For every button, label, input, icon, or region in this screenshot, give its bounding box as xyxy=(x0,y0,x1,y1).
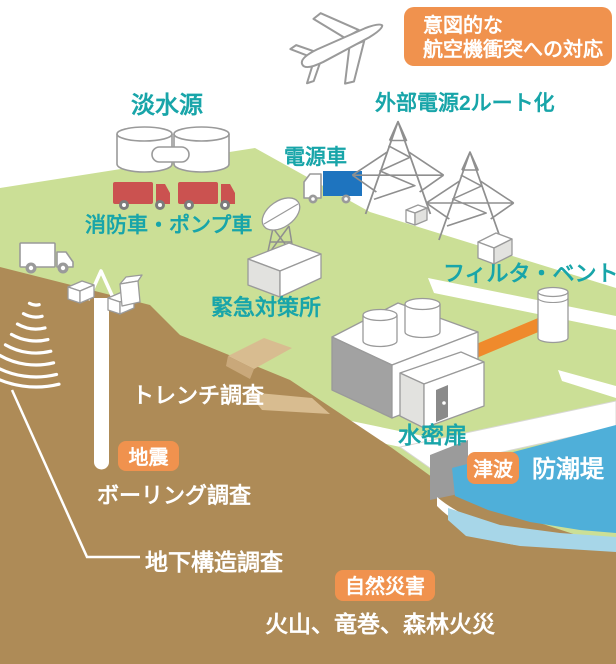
disasters-list-label: 火山、竜巻、森林火災 xyxy=(265,611,496,637)
coast xyxy=(398,400,616,552)
trench-survey-label: トレンチ調査 xyxy=(132,383,265,408)
substation-box-icon xyxy=(405,204,513,265)
sea-icon xyxy=(452,425,616,533)
emergency-center-building xyxy=(247,197,322,298)
reactor-building-icon xyxy=(331,297,550,429)
power-supply-vehicle-label: 電源車 xyxy=(284,146,347,169)
truck-icon xyxy=(19,242,74,274)
filter-vent-label: フィルタ・ベント xyxy=(443,261,616,286)
transmission-tower-icon xyxy=(351,120,445,215)
tsunami-badge-text: 津波 xyxy=(473,458,514,481)
borehole-icon xyxy=(94,298,109,470)
emergency-center-label: 緊急対策所 xyxy=(211,295,321,320)
survey-graphics xyxy=(0,269,143,559)
equipment-boxes xyxy=(67,274,143,315)
airplane-icon xyxy=(289,12,384,85)
watertight-door-label: 水密扉 xyxy=(398,422,467,448)
filter-vent-icon xyxy=(537,286,569,344)
brown-ground xyxy=(0,267,616,664)
boring-survey-label: ボーリング調査 xyxy=(97,483,252,508)
aircraft-response-line1: 意図的な xyxy=(423,13,503,37)
power-truck-icon xyxy=(303,171,362,204)
aircraft-response-line2: 航空機衝突への対応 xyxy=(423,37,603,61)
shallow-water xyxy=(448,508,616,552)
underground-survey-connector xyxy=(10,389,140,559)
external-power-label: 外部電源2ルート化 xyxy=(375,91,555,115)
trench-excavation xyxy=(226,338,330,414)
watertight-door-icon xyxy=(436,385,448,422)
tsunami-badge: 津波 xyxy=(467,452,519,484)
labels-layer: 淡水源 外部電源2ルート化 電源車 消防車・ポンプ車 緊急対策所 フィルタ・ベン… xyxy=(85,91,616,637)
road-stripe-upper xyxy=(428,278,616,330)
underground-survey-label: 地下構造調査 xyxy=(145,549,283,575)
dirt-road-wedge xyxy=(248,392,330,414)
natural-disaster-badge: 自然災害 xyxy=(335,570,435,601)
pump-truck-icon xyxy=(178,182,235,210)
satellite-dish-icon xyxy=(261,197,301,257)
seismic-waves-icon xyxy=(0,301,61,389)
freshwater-source-label: 淡水源 xyxy=(131,92,203,119)
fire-truck-icon xyxy=(113,182,170,210)
natural-disaster-badge-text: 自然災害 xyxy=(345,574,425,598)
water-tank-icon xyxy=(116,126,230,173)
earthquake-badge-text: 地震 xyxy=(129,446,170,469)
fire-pump-trucks-label: 消防車・ポンプ車 xyxy=(85,213,252,237)
aircraft-response-box: 意図的な 航空機衝突への対応 xyxy=(404,7,612,66)
vent-pipe-icon xyxy=(467,316,550,359)
earthquake-badge: 地震 xyxy=(118,441,179,471)
seawall-label: 防潮堤 xyxy=(532,455,605,483)
terrace-edge-stripe xyxy=(558,370,616,398)
transmission-tower-icon-2 xyxy=(425,151,515,241)
